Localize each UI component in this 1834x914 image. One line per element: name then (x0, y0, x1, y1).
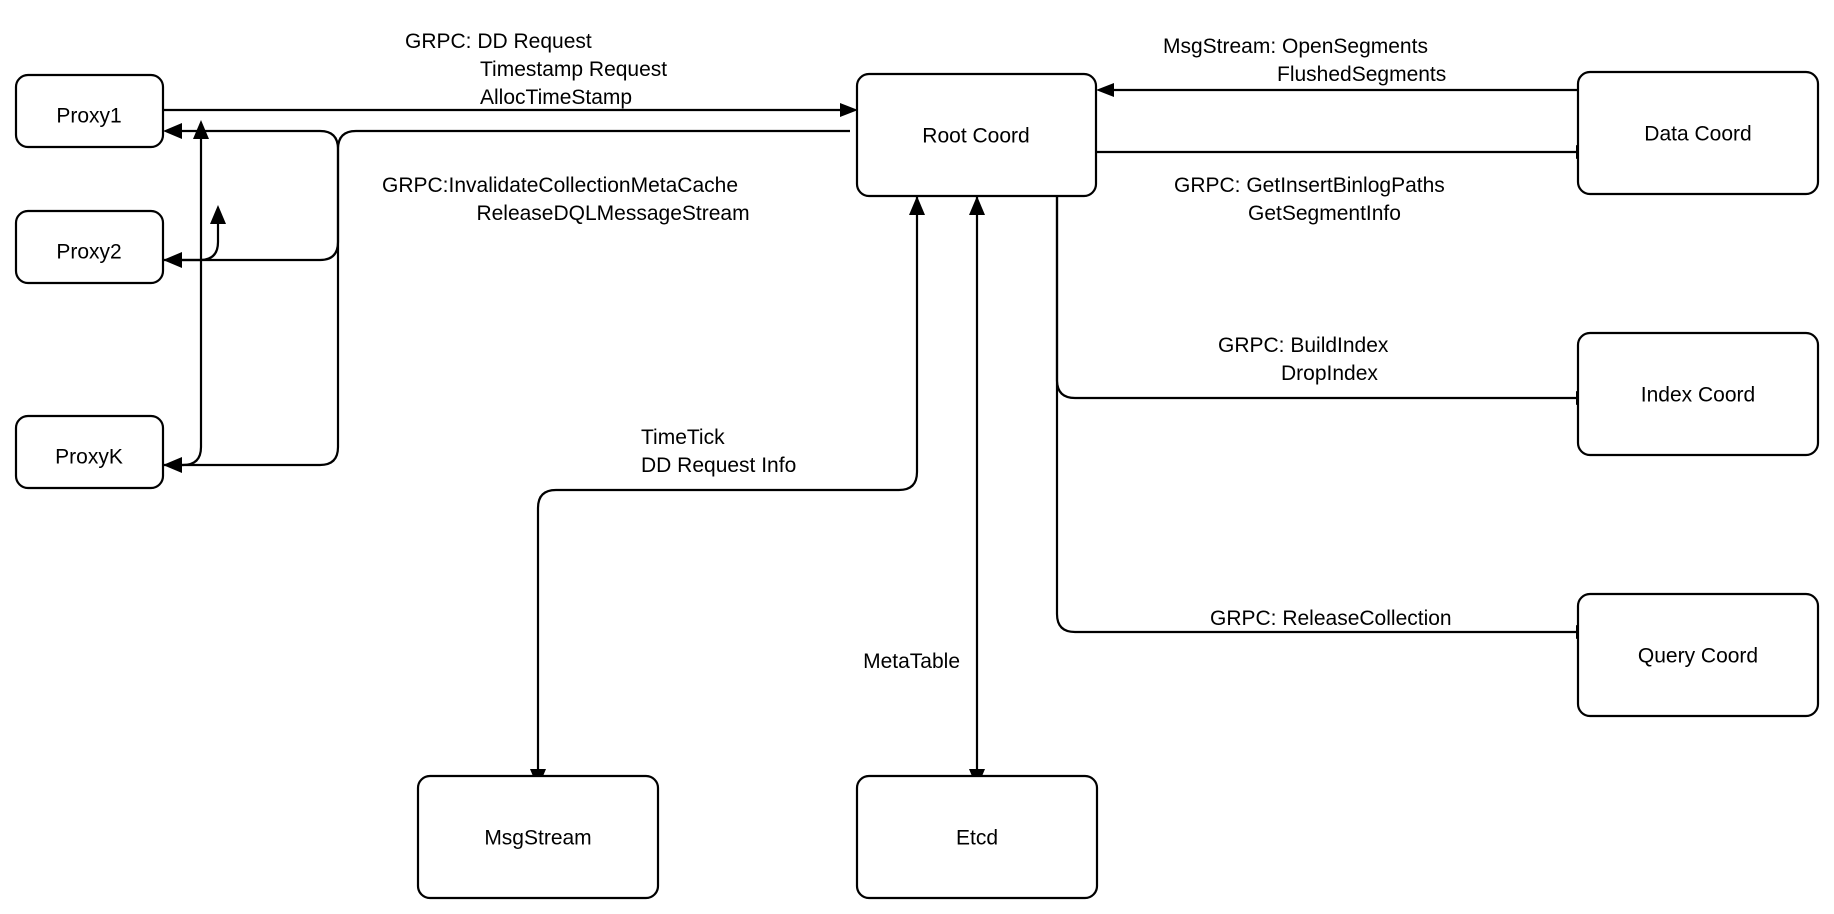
arrow-head-icon (840, 103, 858, 117)
node-box[interactable] (14, 414, 165, 490)
edge-label-line-3: AllocTimeStamp (480, 86, 632, 109)
arrow-head-icon (163, 123, 182, 139)
edge-line (163, 220, 220, 262)
edge-root-coord-to-proxy1 (163, 123, 850, 150)
node-box[interactable] (1576, 331, 1820, 457)
edge-line (163, 135, 203, 467)
node-box[interactable] (1576, 592, 1820, 718)
edge-label-line-2: DD Request Info (641, 454, 796, 477)
edge-label-line-2: Timestamp Request (480, 58, 667, 81)
edge-line (180, 149, 340, 467)
edge-root-coord-to-msgstream (530, 196, 919, 788)
node-label: ProxyK (55, 446, 123, 469)
edge-label-line-1: GRPC: GetInsertBinlogPaths (1174, 174, 1445, 197)
node-box[interactable] (855, 72, 1098, 198)
edge-proxy2-to-riser (163, 205, 226, 262)
edge-label-root-to-etcd: MetaTable (863, 650, 960, 673)
node-label: Root Coord (922, 125, 1029, 148)
edge-label-line-1: GRPC:InvalidateCollectionMetaCache (382, 174, 738, 197)
edge-label-line-1: MetaTable (863, 650, 960, 673)
edge-label-proxy-to-root: GRPC: DD Request Timestamp Request Alloc… (405, 30, 667, 109)
node-root-coord[interactable]: Root Coord (855, 72, 1098, 198)
arrow-head-icon (163, 252, 182, 268)
arrow-head-icon (969, 196, 985, 215)
edge-label-line-2: FlushedSegments (1277, 63, 1446, 86)
edge-line (180, 129, 340, 150)
edge-data-coord-to-root-coord (1096, 83, 1594, 97)
node-label: Index Coord (1641, 384, 1755, 407)
node-proxy2[interactable]: Proxy2 (14, 209, 165, 285)
edge-label-line-1: GRPC: DD Request (405, 30, 592, 53)
edge-line (1055, 196, 1586, 634)
edge-root-coord-to-data-coord (1096, 145, 1594, 159)
edge-label-line-1: GRPC: BuildIndex (1218, 334, 1389, 357)
node-label: Query Coord (1638, 645, 1758, 668)
node-data-coord[interactable]: Data Coord (1576, 70, 1820, 196)
node-msgstream[interactable]: MsgStream (416, 774, 660, 900)
edge-label-line-2: ReleaseDQLMessageStream (476, 202, 749, 225)
node-query-coord[interactable]: Query Coord (1576, 592, 1820, 718)
edge-label-root-to-proxy: GRPC:InvalidateCollectionMetaCache Relea… (382, 174, 750, 225)
edge-line (336, 129, 850, 150)
node-box[interactable] (14, 209, 165, 285)
arrow-head-icon (193, 120, 209, 139)
node-label: MsgStream (484, 827, 591, 850)
edge-label-root-to-msgstream: TimeTick DD Request Info (641, 426, 796, 477)
edge-label-data-to-root: MsgStream: OpenSegments FlushedSegments (1163, 35, 1446, 86)
node-proxy1[interactable]: Proxy1 (14, 73, 165, 149)
arrow-head-icon (163, 457, 182, 473)
edge-proxy1-to-root-coord (163, 103, 858, 117)
edge-label-root-to-query: GRPC: ReleaseCollection (1210, 607, 1452, 630)
arrow-head-icon (909, 196, 925, 215)
node-proxyk[interactable]: ProxyK (14, 414, 165, 490)
node-box[interactable] (416, 774, 660, 900)
edge-label-line-1: MsgStream: OpenSegments (1163, 35, 1428, 58)
node-box[interactable] (855, 774, 1099, 900)
edge-line (536, 196, 919, 772)
edge-label-line-1: TimeTick (641, 426, 725, 449)
edge-label-line-1: GRPC: ReleaseCollection (1210, 607, 1452, 630)
arrow-head-icon (210, 205, 226, 224)
edge-root-coord-to-proxies-trunk (163, 149, 340, 473)
node-label: Data Coord (1644, 123, 1751, 146)
edge-label-line-2: GetSegmentInfo (1248, 202, 1401, 225)
edge-line (180, 149, 340, 262)
edge-label-line-2: DropIndex (1281, 362, 1378, 385)
edge-root-coord-to-etcd (969, 196, 985, 788)
node-label: Proxy1 (56, 105, 121, 128)
node-index-coord[interactable]: Index Coord (1576, 331, 1820, 457)
edge-msgstream-riser-arrow (909, 196, 925, 215)
node-label: Proxy2 (56, 241, 121, 264)
node-label: Etcd (956, 827, 998, 850)
arrow-head-icon (1096, 83, 1114, 97)
edge-label-root-to-data: GRPC: GetInsertBinlogPaths GetSegmentInf… (1174, 174, 1445, 225)
edge-proxyk-to-riser (163, 120, 209, 467)
node-box[interactable] (1576, 70, 1820, 196)
node-etcd[interactable]: Etcd (855, 774, 1099, 900)
edge-label-root-to-index: GRPC: BuildIndex DropIndex (1218, 334, 1389, 385)
node-box[interactable] (14, 73, 165, 149)
edge-root-coord-to-query-coord (1055, 196, 1594, 639)
